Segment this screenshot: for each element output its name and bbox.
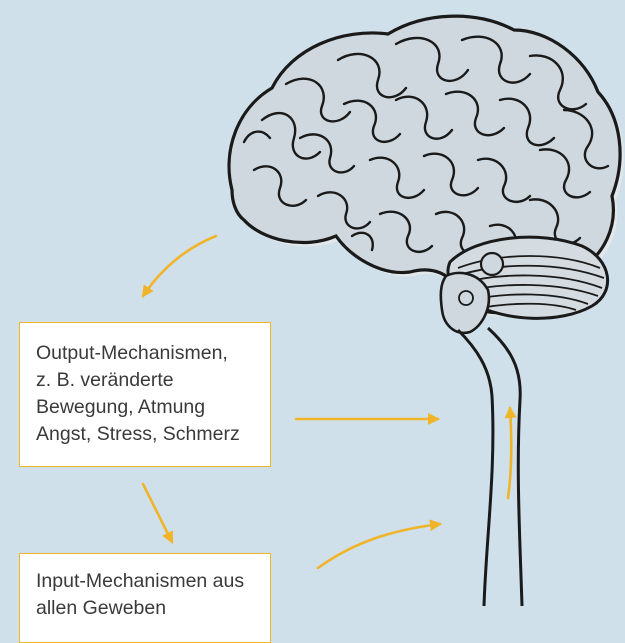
input-mechanisms-box: Input-Mechanismen aus allen Geweben bbox=[19, 553, 271, 643]
output-line-4: Angst, Stress, Schmerz bbox=[36, 421, 254, 448]
output-mechanisms-box: Output-Mechanismen, z. B. veränderte Bew… bbox=[19, 322, 271, 467]
arrow-input-to-spine bbox=[318, 524, 440, 568]
input-line-2: allen Geweben bbox=[36, 595, 254, 622]
brain-icon bbox=[229, 16, 624, 333]
output-line-3: Bewegung, Atmung bbox=[36, 394, 254, 421]
input-line-1: Input-Mechanismen aus bbox=[36, 568, 254, 595]
output-line-1: Output-Mechanismen, bbox=[36, 340, 254, 367]
arrow-spine-upward bbox=[508, 408, 511, 498]
arrow-brain-to-output bbox=[143, 236, 216, 296]
output-line-2: z. B. veränderte bbox=[36, 367, 254, 394]
spinal-cord-icon bbox=[458, 328, 522, 606]
arrow-output-to-input bbox=[143, 484, 172, 542]
